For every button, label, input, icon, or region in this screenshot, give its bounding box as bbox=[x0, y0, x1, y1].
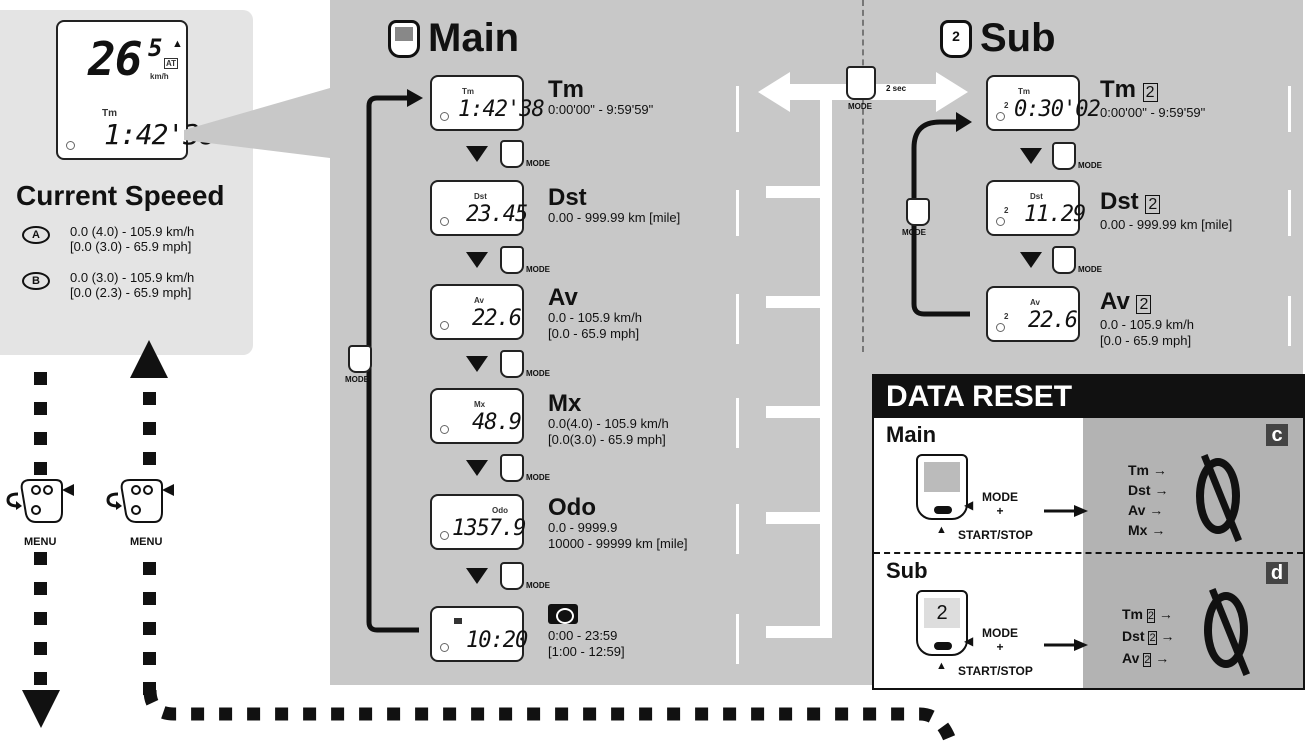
sub-loop-arrow bbox=[911, 112, 972, 317]
reset-main-zero bbox=[1196, 454, 1252, 542]
main-loop-mode: MODE bbox=[342, 345, 372, 384]
main-item-dst: Dst 0.00 - 999.99 km [mile] bbox=[548, 184, 681, 226]
speed-dec: 5 bbox=[148, 34, 162, 62]
reset-sub-zero bbox=[1204, 588, 1260, 676]
main-lcd-odo: Odo 1357.9 bbox=[430, 494, 526, 550]
badge-a-icon: A bbox=[22, 226, 50, 244]
sub-step-1: MODE bbox=[1020, 142, 1102, 170]
main-lcd-tm: Tm 1:42'38 bbox=[430, 75, 545, 131]
switch-mode-group: MODE 2 sec bbox=[846, 66, 906, 111]
main-title: Main bbox=[428, 16, 520, 60]
reset-sub-startstop: START/STOP bbox=[958, 664, 1033, 678]
main-step-4: MODE bbox=[466, 454, 550, 482]
main-step-3: MODE bbox=[466, 350, 550, 378]
reset-sub-arrow-icon bbox=[1044, 639, 1088, 651]
sub-2-icon: 2 bbox=[1136, 295, 1152, 314]
menu-button-2[interactable]: MENU bbox=[100, 476, 180, 556]
main-step-2: MODE bbox=[466, 246, 550, 274]
sub-loop-mode: MODE bbox=[902, 198, 930, 237]
sub-item-tm: Tm 2 0:00'00" - 9:59'59" bbox=[1100, 76, 1206, 121]
menu-button-1[interactable]: MENU bbox=[0, 476, 80, 556]
reset-sub-label: Sub bbox=[886, 558, 928, 583]
clock-icon bbox=[548, 604, 578, 624]
reset-main-startstop: START/STOP bbox=[958, 528, 1033, 542]
reset-sub-mode: MODE+ bbox=[982, 626, 1018, 654]
clock-mini-icon bbox=[454, 618, 462, 624]
data-reset-title: DATA RESET bbox=[874, 376, 1303, 418]
tm-label: Tm bbox=[102, 108, 117, 119]
reset-sub-items: Tm 2 → Dst 2 → Av 2 → bbox=[1122, 606, 1175, 667]
main-lcd-clock: 10:20 bbox=[430, 606, 528, 662]
at-indicator: AT bbox=[164, 58, 179, 69]
main-step-5: MODE bbox=[466, 562, 550, 590]
mode-button-icon bbox=[348, 345, 372, 373]
sub-lcd-dst: 2 Dst 11.29 bbox=[986, 180, 1086, 236]
reset-sub-badge: d bbox=[1266, 562, 1288, 584]
menu-label-1: MENU bbox=[24, 536, 57, 548]
main-sub-separator bbox=[862, 0, 864, 352]
callout-wedge bbox=[184, 88, 330, 158]
sub-mode-button-icon bbox=[906, 198, 930, 226]
speed-int: 26 bbox=[88, 32, 142, 86]
sub-device-icon: 2 bbox=[940, 19, 972, 58]
sub-item-dst: Dst 2 0.00 - 999.99 km [mile] bbox=[1100, 188, 1233, 233]
dashed-down-line bbox=[34, 372, 47, 685]
lcd-dot bbox=[66, 141, 75, 150]
arrow-down-icon bbox=[22, 690, 60, 728]
sub-title: Sub bbox=[980, 16, 1056, 60]
menu-label-2: MENU bbox=[130, 536, 163, 548]
main-item-mx: Mx 0.0(4.0) - 105.9 km/h [0.0(3.0) - 65.… bbox=[548, 390, 669, 448]
dashed-return-line bbox=[143, 689, 957, 743]
reset-sub-device-icon: 2 bbox=[916, 590, 968, 656]
main-lcd-mx: Mx 48.9 bbox=[430, 388, 524, 444]
sub-2-icon: 2 bbox=[1145, 195, 1161, 214]
badge-b-icon: B bbox=[22, 272, 50, 290]
main-item-av: Av 0.0 - 105.9 km/h [0.0 - 65.9 mph] bbox=[548, 284, 642, 342]
main-item-tm: Tm 0:00'00" - 9:59'59" bbox=[548, 76, 654, 118]
arrow-up-icon: ▲ bbox=[172, 38, 183, 50]
sub-lcd-tm: 2 Tm 0:30'02 bbox=[986, 75, 1101, 131]
speed-lcd: 26 5 km/h AT ▲ Tm 1:42'38 bbox=[56, 20, 216, 160]
reset-main-device-icon bbox=[916, 454, 968, 520]
reset-main-mode: MODE+ bbox=[982, 490, 1018, 518]
main-device-icon bbox=[388, 19, 420, 58]
main-item-clock: 0:00 - 23:59 [1:00 - 12:59] bbox=[548, 604, 625, 660]
reset-main-items: Tm → Dst → Av → Mx → bbox=[1128, 462, 1169, 538]
main-item-odo: Odo 0.0 - 9999.9 10000 - 99999 km [mile] bbox=[548, 494, 688, 552]
sub-2-icon: 2 bbox=[1142, 83, 1158, 102]
reset-main-arrow-icon bbox=[1044, 505, 1088, 517]
sub-step-2: MODE bbox=[1020, 246, 1102, 274]
main-step-1: MODE bbox=[466, 140, 550, 168]
current-speed-title: Current Speeed bbox=[16, 180, 225, 211]
main-header: Main bbox=[388, 16, 519, 61]
reset-main-label: Main bbox=[886, 422, 937, 447]
sub-lcd-av: 2 Av 22.6 bbox=[986, 286, 1080, 342]
reset-main-badge: c bbox=[1266, 424, 1288, 446]
arrow-up-large-icon bbox=[130, 340, 168, 378]
sub-item-av: Av 2 0.0 - 105.9 km/h [0.0 - 65.9 mph] bbox=[1100, 288, 1194, 349]
main-lcd-av: Av 22.6 bbox=[430, 284, 524, 340]
main-lcd-dst: Dst 23.45 bbox=[430, 180, 528, 236]
switch-mode-button-icon bbox=[846, 66, 876, 100]
speed-unit: km/h bbox=[150, 72, 169, 81]
sub-header: 2 Sub bbox=[940, 16, 1056, 61]
data-reset-box: DATA RESET Main ▲ ◀ MODE+ START/STOP c T… bbox=[872, 374, 1305, 690]
